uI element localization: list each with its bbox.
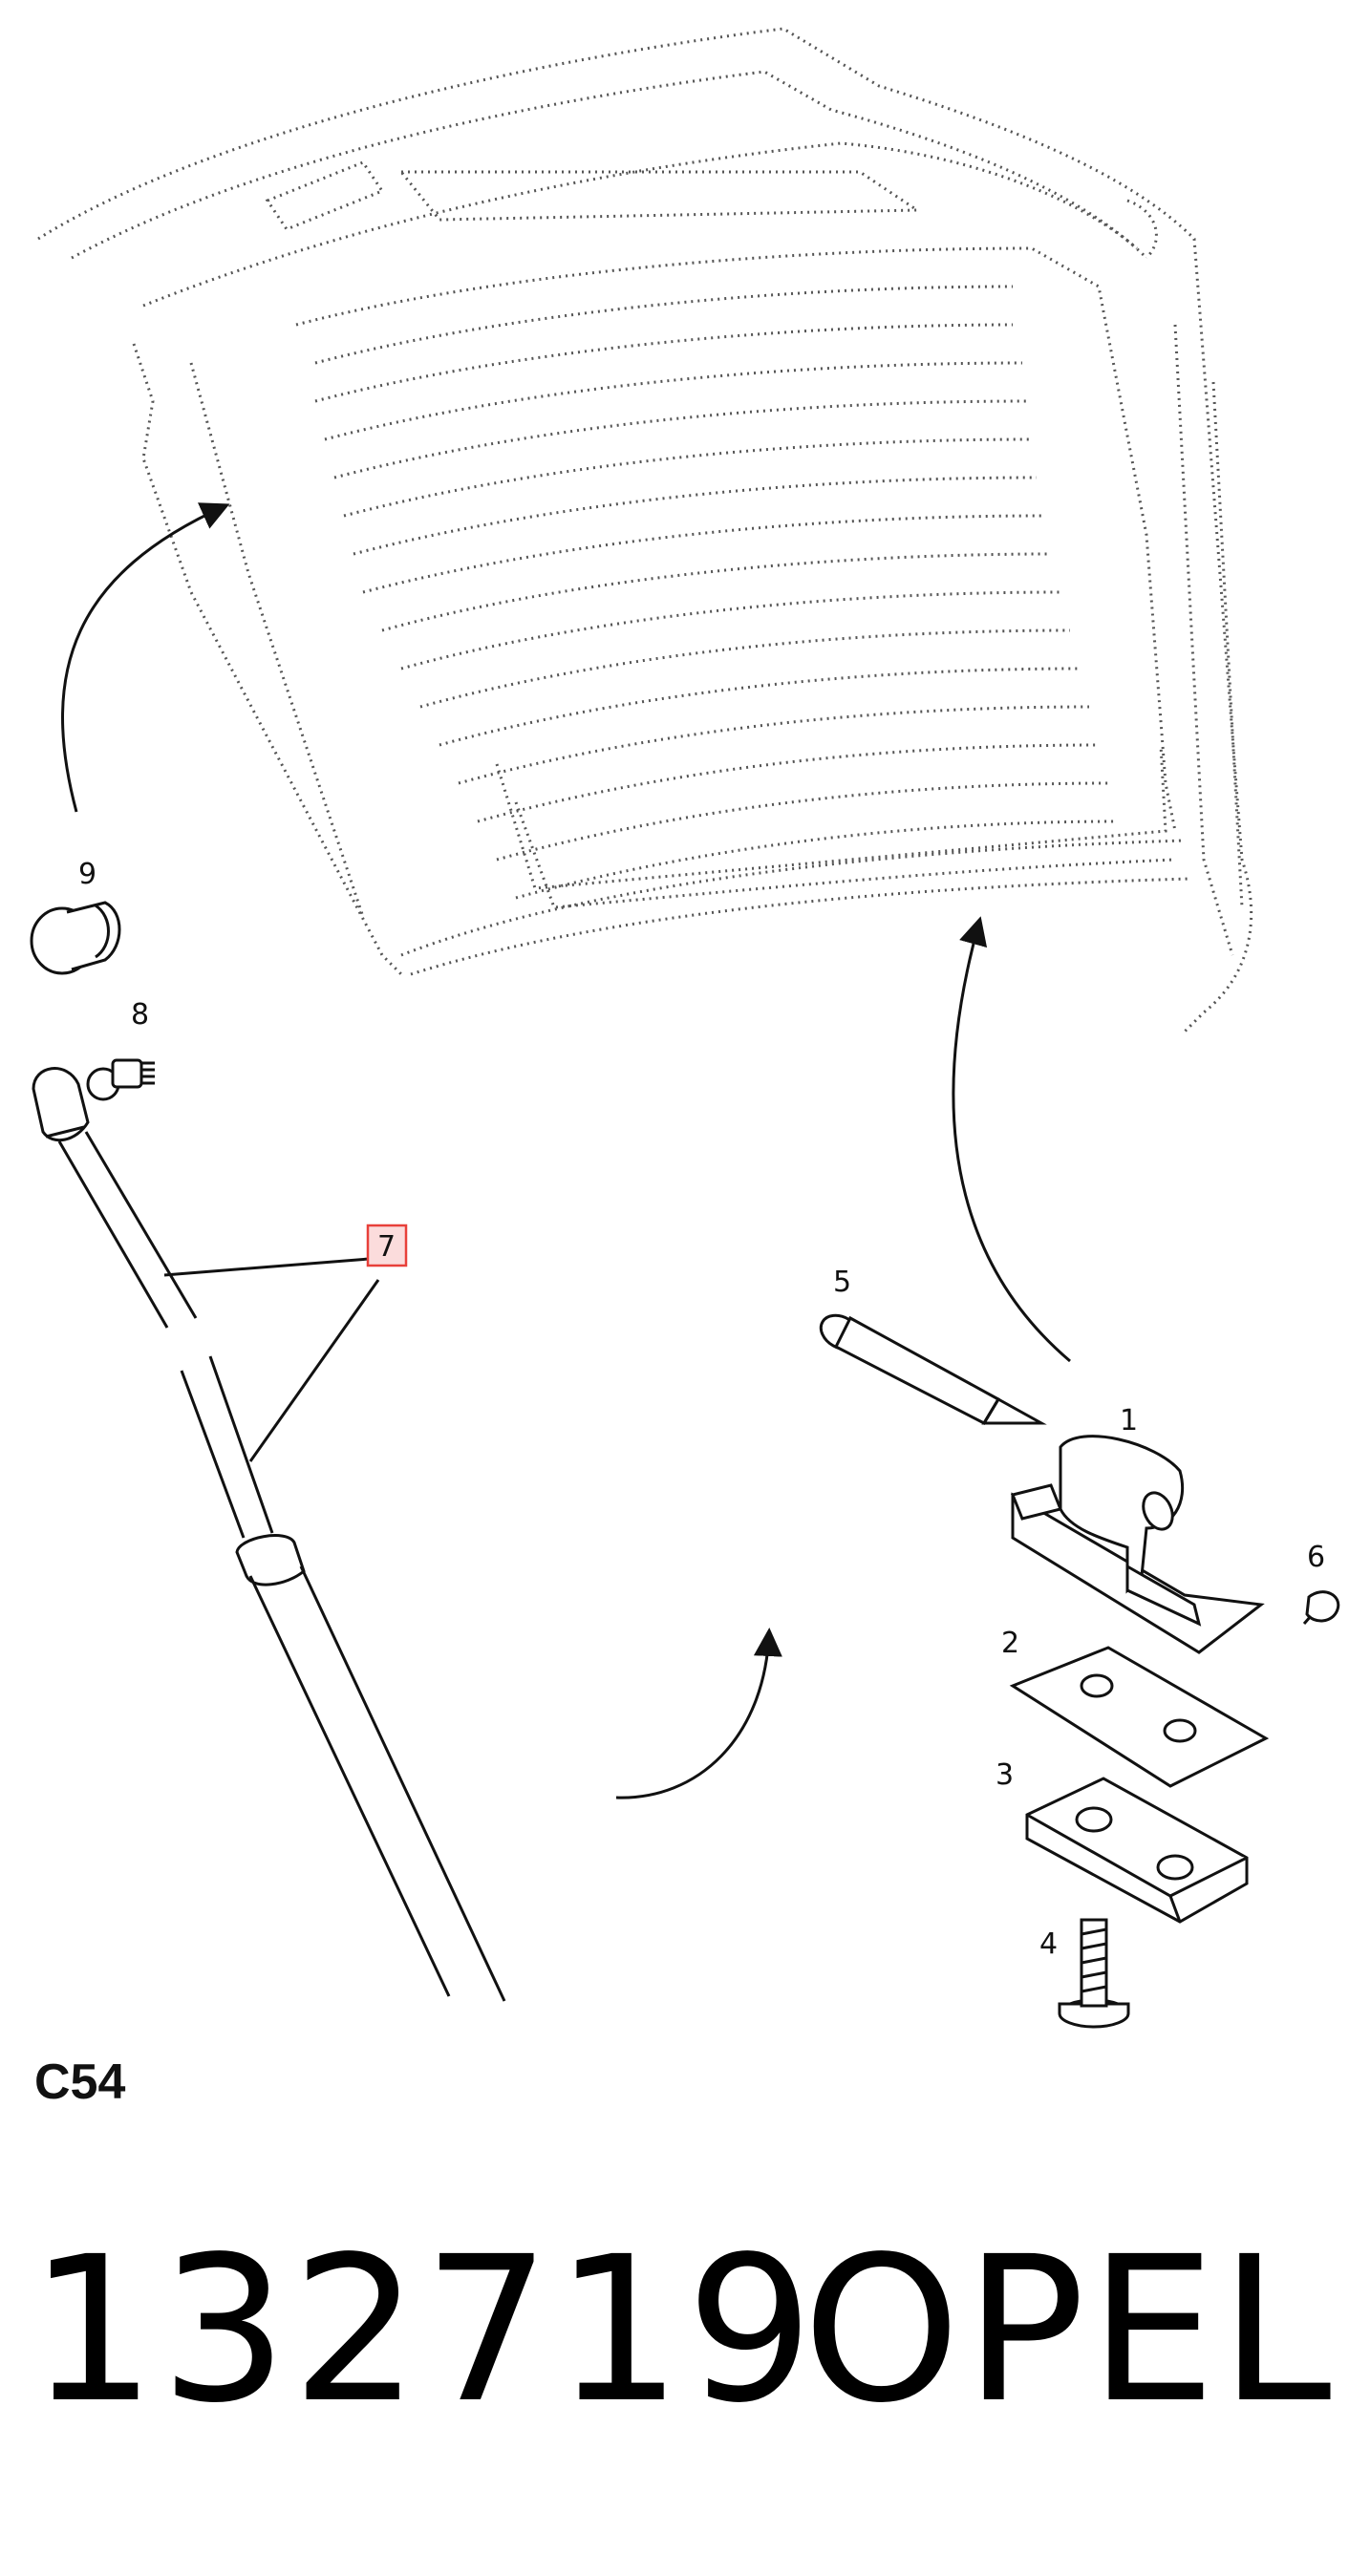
ball-stud-part-8 <box>86 1058 155 1101</box>
arrow-to-tailgate-right <box>952 916 1071 1363</box>
section-code: C54 <box>34 2054 126 2110</box>
leader-lines-7 <box>163 1257 380 1462</box>
plate-part-3 <box>1025 1777 1249 1924</box>
callout-4: 4 <box>1039 1927 1058 1961</box>
tailgate-illustration <box>37 27 1253 1033</box>
callout-6: 6 <box>1307 1541 1325 1574</box>
screw-part-4 <box>1058 1918 1130 2029</box>
callout-3: 3 <box>996 1758 1014 1792</box>
grommet-part-9 <box>30 901 121 975</box>
gasket-part-2 <box>1009 1646 1270 1788</box>
callout-7-highlight-box <box>366 1224 408 1267</box>
callout-8: 8 <box>131 998 149 1032</box>
clip-part-6 <box>1302 1590 1340 1625</box>
arrows <box>61 502 1071 1799</box>
brand-name: OPEL <box>803 2213 1336 2447</box>
hinge-part-1 <box>1010 1435 1265 1654</box>
hinge-pin-part-5 <box>819 1313 1047 1425</box>
part-number: 132719 <box>29 2213 818 2447</box>
callout-1: 1 <box>1120 1404 1138 1437</box>
callout-5: 5 <box>833 1266 851 1299</box>
callout-9: 9 <box>78 858 96 891</box>
gas-strut-part-7 <box>32 1067 506 2002</box>
callout-2: 2 <box>1001 1627 1019 1660</box>
callout-7: 7 <box>377 1230 396 1264</box>
arrow-to-hinge <box>615 1628 782 1799</box>
callout-labels: 1 2 3 4 5 6 8 9 7 <box>78 858 1325 1961</box>
arrow-to-tailgate-left <box>61 502 230 813</box>
